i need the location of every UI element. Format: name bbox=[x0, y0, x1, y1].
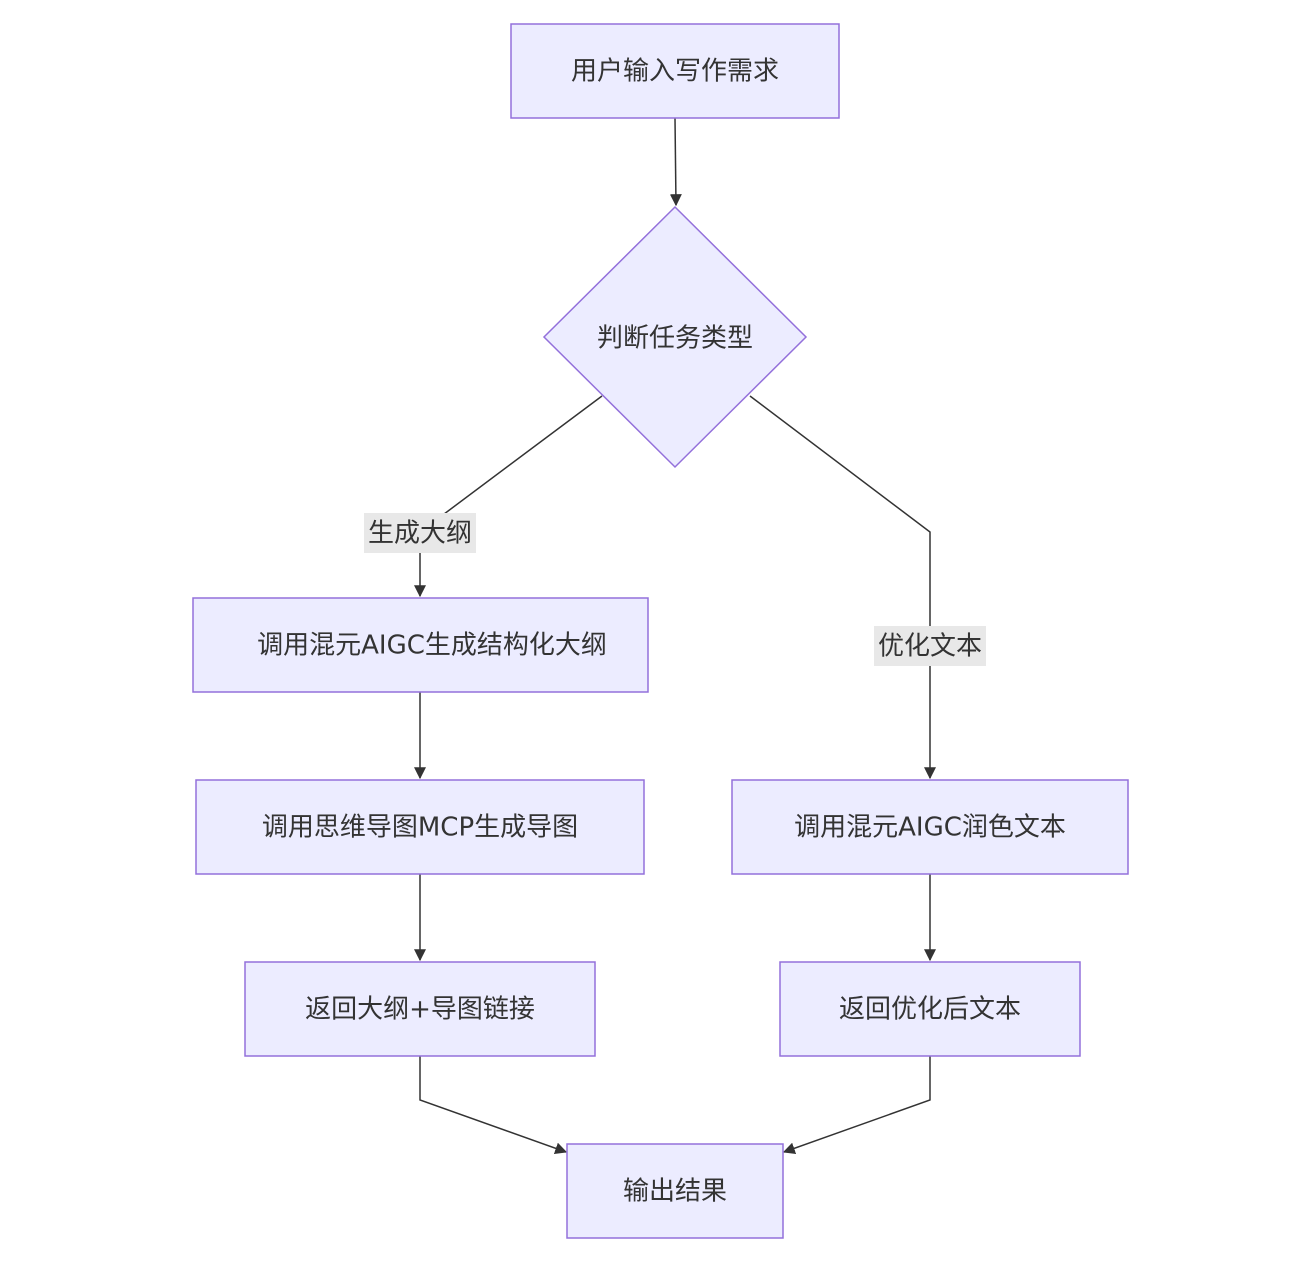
edge-label-text: 生成大纲 bbox=[368, 519, 472, 549]
node-start-label: 用户输入写作需求 bbox=[571, 57, 779, 87]
edge-label-optimize-text: 优化文本 bbox=[874, 626, 986, 666]
edge-start-to-decision bbox=[669, 117, 682, 207]
node-output-label: 输出结果 bbox=[623, 1177, 727, 1207]
node-return-polished: 返回优化后文本 bbox=[779, 961, 1081, 1057]
node-mindmap-gen: 调用思维导图MCP生成导图 bbox=[195, 779, 645, 875]
edge-return-outline-to-output bbox=[419, 1056, 568, 1155]
edges bbox=[414, 117, 936, 1155]
node-outline-gen: 调用混元AIGC生成结构化大纲 bbox=[192, 597, 649, 693]
node-polish: 调用混元AIGC润色文本 bbox=[731, 779, 1129, 875]
node-return-outline: 返回大纲+导图链接 bbox=[244, 961, 596, 1057]
node-outline-gen-label: 调用混元AIGC生成结构化大纲 bbox=[257, 631, 607, 661]
node-decision: 判断任务类型 bbox=[542, 205, 808, 469]
node-mindmap-gen-label: 调用思维导图MCP生成导图 bbox=[262, 813, 578, 843]
node-output: 输出结果 bbox=[566, 1143, 784, 1239]
edge-label-text: 优化文本 bbox=[878, 632, 982, 662]
edge-decision-to-polish bbox=[749, 395, 936, 780]
edge-return-polished-to-output bbox=[782, 1056, 931, 1155]
edge-decision-to-outline bbox=[414, 395, 603, 598]
node-return-polished-label: 返回优化后文本 bbox=[839, 995, 1021, 1025]
node-start: 用户输入写作需求 bbox=[510, 23, 840, 119]
node-return-outline-label: 返回大纲+导图链接 bbox=[305, 995, 535, 1025]
edge-label-generate-outline: 生成大纲 bbox=[364, 513, 476, 553]
node-decision-label: 判断任务类型 bbox=[597, 324, 753, 354]
node-polish-label: 调用混元AIGC润色文本 bbox=[794, 813, 1066, 843]
